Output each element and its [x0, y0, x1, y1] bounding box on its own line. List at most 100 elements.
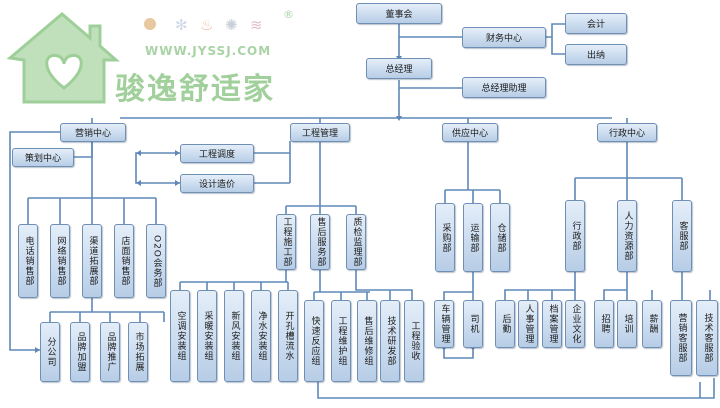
logo-brand-name: 骏逸舒适家	[115, 72, 275, 107]
admin-subunit-1: 人事管理	[518, 300, 538, 348]
construction-team-label: 开孔槽流水	[283, 311, 294, 361]
admin-subunit-0: 后勤	[495, 300, 515, 348]
service-team-label: 快速反应组	[309, 316, 320, 366]
supply-unit-2: 仓储部	[490, 203, 510, 272]
service-team-2: 售后维修组	[357, 300, 377, 382]
service-team-label: 技术研发部	[385, 316, 396, 366]
board-label: 董事会	[385, 10, 413, 20]
cashier-node: 出纳	[565, 44, 627, 65]
channel-unit-0: 分公司	[40, 322, 60, 382]
engineering-unit-2: 质检监理部	[346, 214, 366, 270]
marketing-unit-label: 电话销售部	[23, 236, 34, 286]
marketing-center-node: 营销中心	[60, 123, 126, 142]
planning-center-label: 策划中心	[24, 154, 61, 164]
admin-unit-label: 人力资源部	[622, 211, 633, 261]
admin-subunit-2: 档案管理	[542, 300, 562, 348]
admin-subunit-3: 企业文化	[565, 300, 585, 348]
admin-subunit-label: 企业文化	[570, 304, 581, 344]
service-team-1: 工程维护组	[331, 300, 351, 382]
admin-center-node: 行政中心	[597, 123, 657, 142]
service-subunit-0: 营销客服部	[670, 300, 692, 376]
supply-unit-label: 运输部	[468, 222, 479, 253]
svg-text:♨: ♨	[200, 16, 213, 34]
service-team-label: 售后维修组	[362, 316, 373, 366]
transport-unit-0: 车辆管理	[434, 300, 454, 348]
company-logo: ✻ ♨ ✺ ≋	[6, 12, 263, 104]
hr-subunit-label: 培训	[622, 314, 633, 334]
design-costing-node: 设计造价	[180, 174, 254, 193]
service-team-0: 快速反应组	[304, 300, 324, 382]
hr-subunit-label: 招聘	[599, 314, 610, 334]
construction-team-label: 采暖安装组	[202, 311, 213, 361]
service-team-4: 工程验收	[404, 300, 424, 382]
accountant-label: 会计	[586, 20, 605, 30]
accountant-node: 会计	[565, 13, 627, 34]
gm-assistant-label: 总经理助理	[481, 84, 527, 94]
gm-assistant-node: 总经理助理	[462, 77, 546, 98]
board-node: 董事会	[356, 3, 442, 24]
marketing-unit-4: O2O会务部	[146, 224, 166, 298]
engineering-unit-1: 售后服务部	[310, 214, 330, 270]
service-subunit-label: 营销客服部	[676, 313, 687, 363]
admin-unit-label: 客服部	[677, 221, 688, 251]
admin-center-label: 行政中心	[608, 129, 645, 139]
construction-team-0: 空调安装组	[170, 290, 190, 382]
admin-subunit-label: 后勤	[500, 314, 511, 334]
construction-team-1: 采暖安装组	[197, 290, 217, 382]
general-manager-label: 总经理	[385, 65, 413, 75]
hr-subunit-label: 薪酬	[647, 314, 658, 334]
marketing-unit-label: 渠道拓展部	[87, 236, 98, 286]
marketing-unit-label: 店面销售部	[119, 236, 130, 286]
admin-subunit-label: 人事管理	[523, 304, 534, 344]
svg-text:✺: ✺	[225, 16, 238, 34]
marketing-unit-0: 电话销售部	[18, 224, 38, 298]
service-team-3: 技术研发部	[380, 300, 400, 382]
logo-url: WWW.JYSSJ.COM	[145, 44, 272, 58]
design-costing-label: 设计造价	[198, 180, 235, 190]
cashier-label: 出纳	[586, 51, 605, 61]
marketing-unit-3: 店面销售部	[114, 224, 134, 298]
engineering-management-node: 工程管理	[290, 123, 350, 142]
admin-unit-label: 行政部	[570, 221, 581, 251]
service-team-label: 工程维护组	[336, 316, 347, 366]
admin-unit-0: 行政部	[565, 200, 585, 272]
general-manager-node: 总经理	[366, 58, 432, 79]
supply-unit-0: 采购部	[435, 203, 455, 272]
svg-text:✻: ✻	[175, 16, 188, 34]
marketing-unit-2: 渠道拓展部	[82, 224, 102, 298]
engineering-unit-label: 售后服务部	[315, 217, 326, 267]
channel-unit-label: 分公司	[45, 337, 56, 367]
service-team-label: 工程验收	[409, 321, 420, 361]
channel-unit-3: 市场拓展	[128, 322, 148, 382]
channel-unit-label: 品牌加盟	[75, 332, 86, 372]
transport-unit-label: 车辆管理	[439, 304, 450, 344]
hr-subunit-0: 招聘	[594, 300, 614, 348]
transport-unit-label: 司机	[468, 314, 479, 334]
hr-subunit-2: 薪酬	[642, 300, 662, 348]
channel-unit-1: 品牌加盟	[70, 322, 90, 382]
svg-text:≋: ≋	[250, 16, 263, 34]
marketing-center-label: 营销中心	[74, 129, 111, 139]
planning-center-node: 策划中心	[12, 148, 74, 167]
channel-unit-2: 品牌推广	[100, 322, 120, 382]
logo-registered-mark: ®	[283, 8, 294, 21]
construction-team-label: 空调安装组	[175, 311, 186, 361]
engineering-unit-label: 工程施工部	[281, 217, 292, 267]
channel-unit-label: 市场拓展	[133, 332, 144, 372]
marketing-unit-label: O2O会务部	[151, 234, 162, 288]
supply-unit-label: 采购部	[440, 222, 451, 253]
construction-team-label: 净水安装组	[256, 311, 267, 361]
engineering-management-label: 工程管理	[301, 129, 338, 139]
engineering-unit-label: 质检监理部	[351, 217, 362, 267]
construction-team-label: 新风安装组	[229, 311, 240, 361]
finance-center-node: 财务中心	[462, 27, 546, 48]
service-subunit-1: 技术客服部	[696, 300, 718, 376]
supply-center-label: 供应中心	[451, 129, 488, 139]
service-subunit-label: 技术客服部	[702, 313, 713, 363]
supply-unit-1: 运输部	[463, 203, 483, 272]
construction-team-2: 新风安装组	[224, 290, 244, 382]
engineering-unit-0: 工程施工部	[276, 214, 296, 270]
admin-unit-2: 客服部	[672, 200, 692, 272]
marketing-unit-1: 网络销售部	[50, 224, 70, 298]
marketing-unit-label: 网络销售部	[55, 236, 66, 286]
